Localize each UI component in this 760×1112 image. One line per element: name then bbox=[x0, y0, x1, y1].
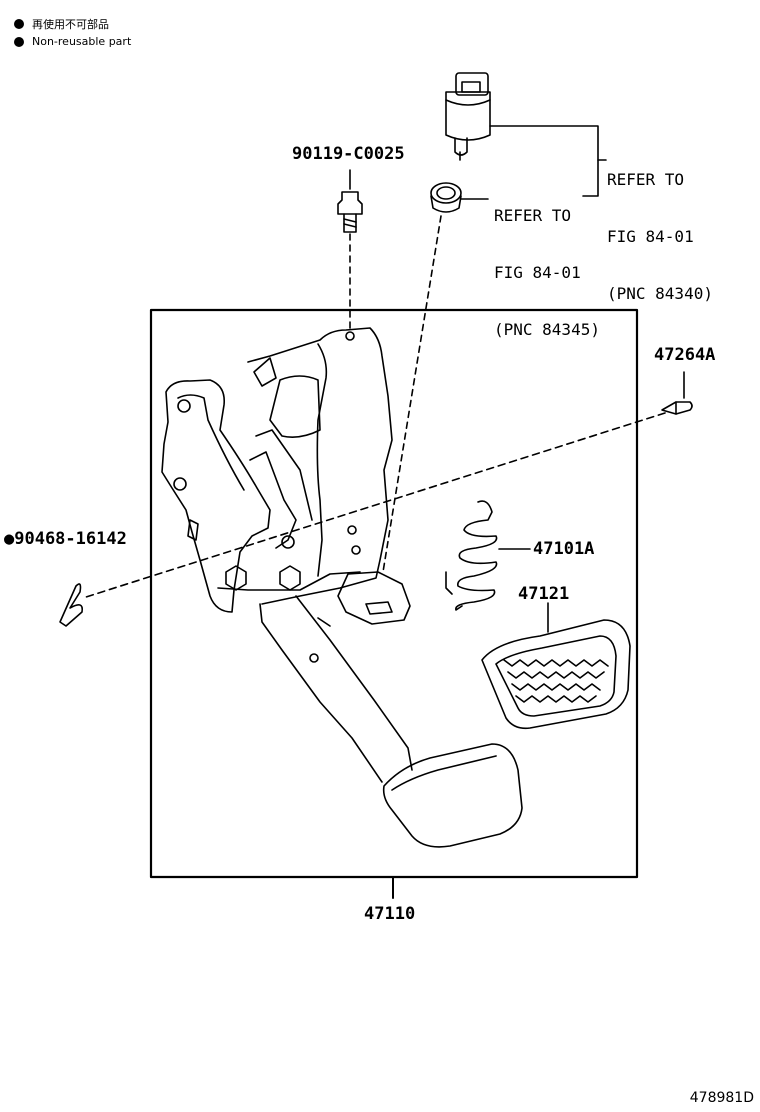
stop-lamp-switch-icon bbox=[445, 72, 491, 161]
refer-note-cushion: REFER TO FIG 84-01 (PNC 84345) bbox=[494, 168, 600, 358]
return-spring-icon bbox=[445, 500, 498, 611]
stopper-cushion-icon bbox=[430, 182, 462, 213]
refer-switch-line-1: REFER TO bbox=[607, 170, 685, 189]
bolt-icon bbox=[337, 169, 363, 233]
part-label-clip: ●90468-16142 bbox=[4, 529, 127, 549]
bullet-icon bbox=[14, 36, 24, 47]
refer-switch-line-3: (PNC 84340) bbox=[607, 284, 713, 303]
refer-note-switch: REFER TO FIG 84-01 (PNC 84340) bbox=[607, 132, 713, 322]
refer-cushion-line-1: REFER TO bbox=[494, 206, 572, 225]
legend-japanese: 再使用不可部品 bbox=[14, 16, 109, 32]
part-label-assembly: 47110 bbox=[364, 904, 416, 924]
figure-id: 478981D bbox=[689, 1090, 754, 1106]
legend-text-en: Non-reusable part bbox=[32, 35, 132, 48]
legend-text-jp: 再使用不可部品 bbox=[32, 18, 109, 31]
clip-icon bbox=[59, 583, 84, 627]
refer-cushion-line-3: (PNC 84345) bbox=[494, 320, 600, 339]
refer-cushion-line-2: FIG 84-01 bbox=[494, 263, 581, 282]
part-label-spring: 47101A bbox=[533, 539, 595, 559]
pedal-pad-icon bbox=[481, 619, 631, 730]
pin-icon bbox=[661, 371, 693, 415]
pin-dash-line bbox=[85, 412, 666, 598]
legend-english: Non-reusable part bbox=[14, 35, 131, 48]
part-label-bolt: 90119-C0025 bbox=[292, 144, 405, 164]
refer-switch-line-2: FIG 84-01 bbox=[607, 227, 694, 246]
part-label-pin: 47264A bbox=[654, 345, 716, 365]
part-label-pad: 47121 bbox=[518, 584, 570, 604]
bullet-icon bbox=[14, 19, 24, 29]
switch-refer-bracket bbox=[489, 125, 599, 197]
cushion-dash-line bbox=[382, 215, 442, 573]
pedal-bracket-icon bbox=[161, 327, 523, 848]
